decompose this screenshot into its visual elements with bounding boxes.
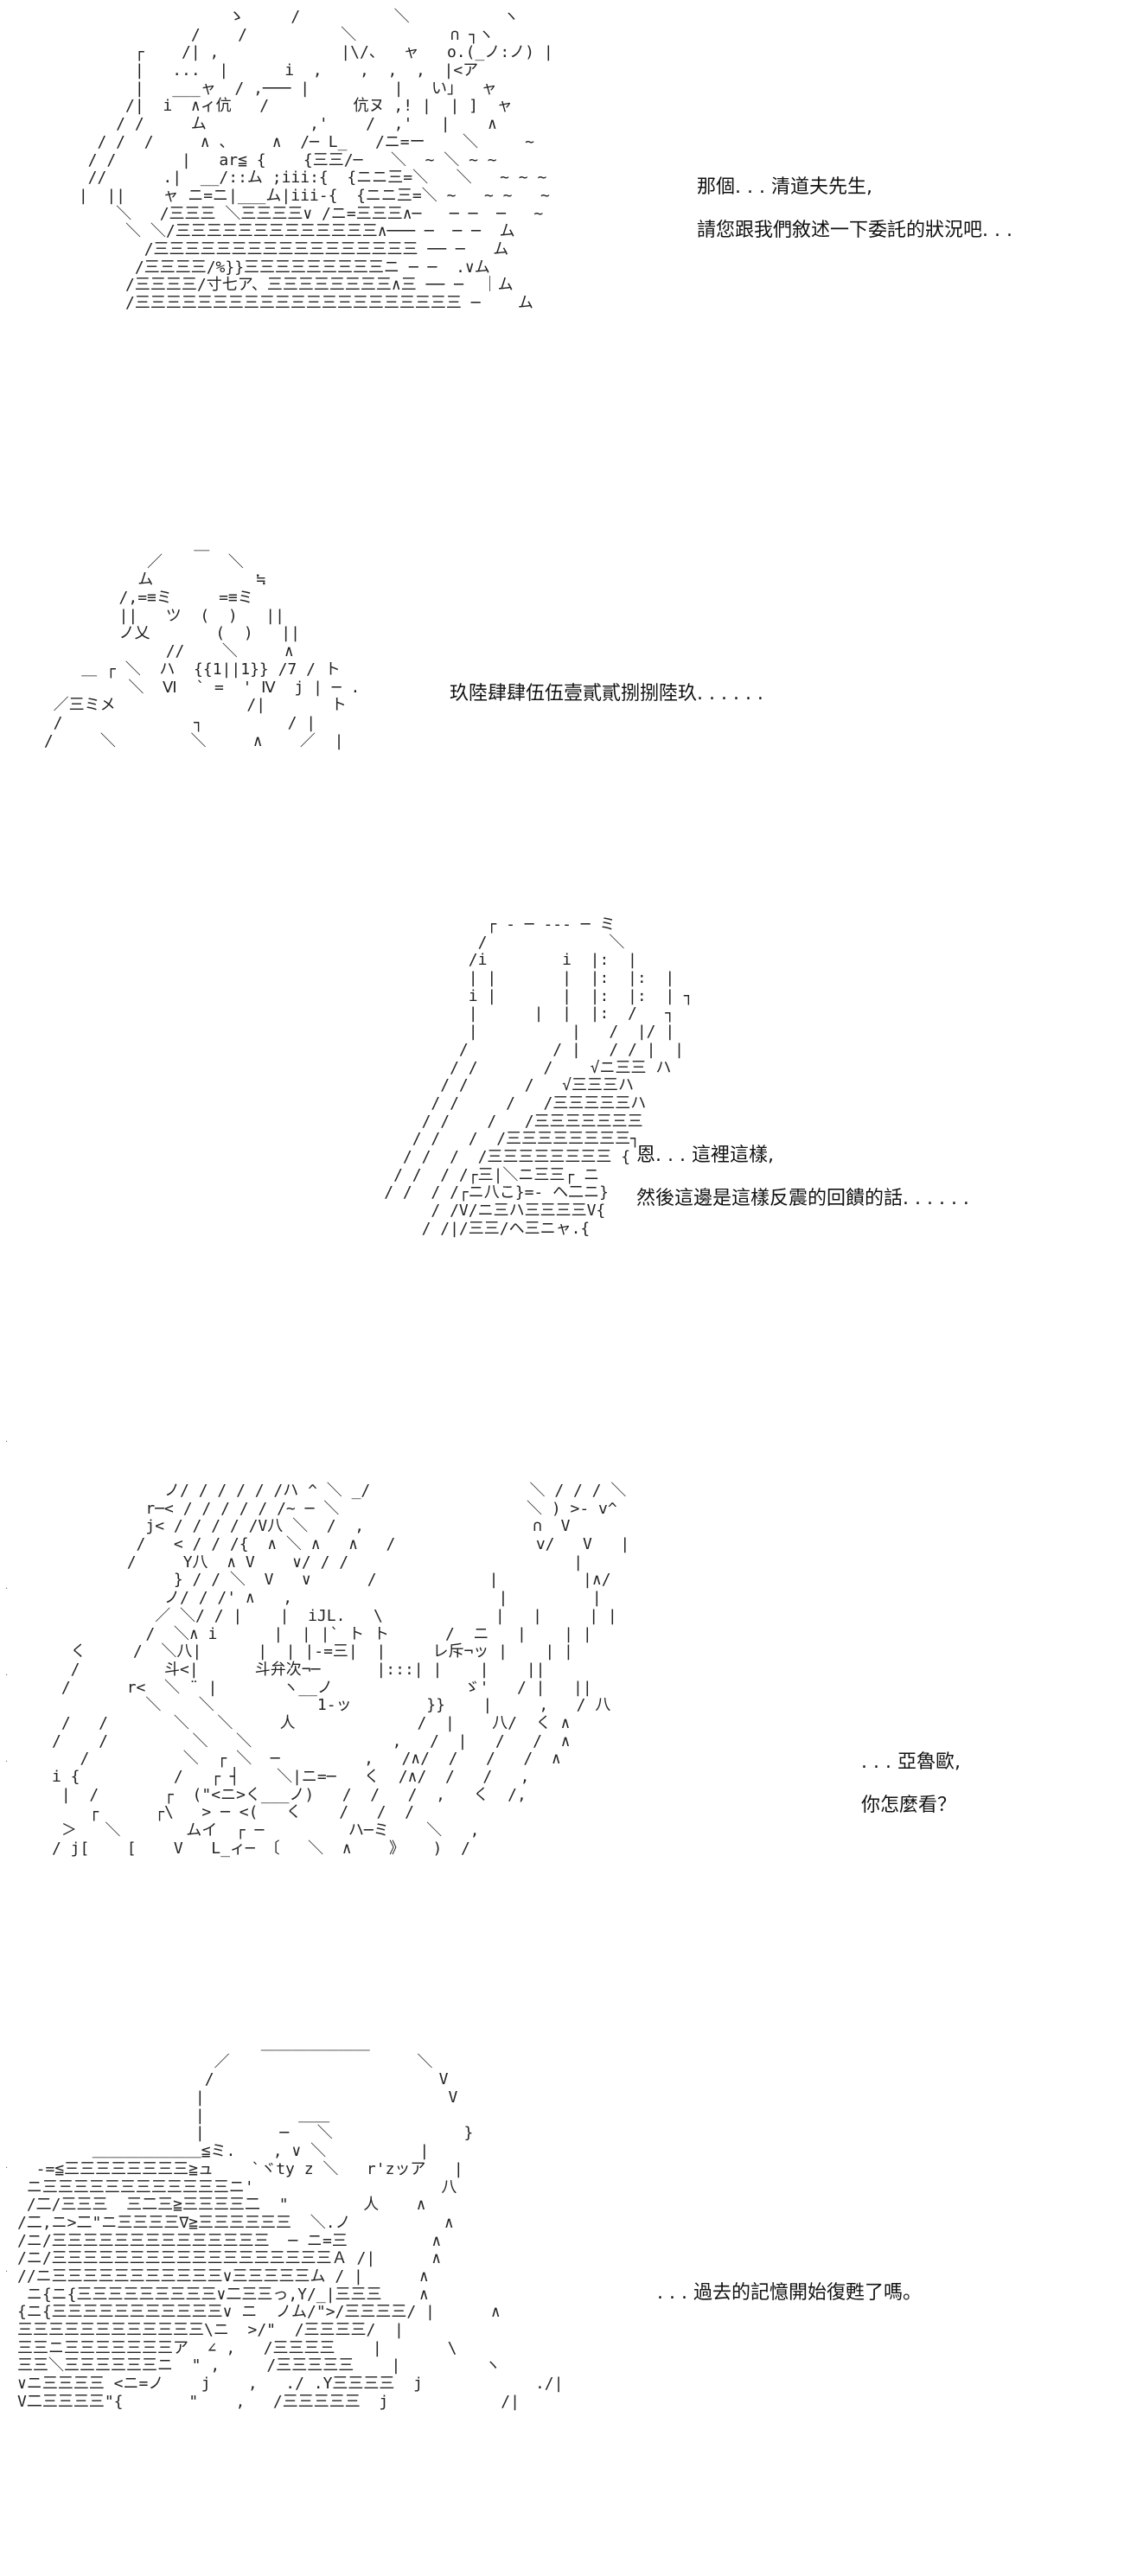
panel-5: ＿＿＿＿＿＿＿ ／ ＼ / V | V | ＿＿ | xyxy=(0,2023,1124,2576)
panel-3: ┌ - ─ --- ─ ミ / ＼ /i i |: | | | | |: |: … xyxy=(0,908,1124,1461)
dialogue-panel-3: 恩. . . 這裡這樣, 然後這邊是這樣反震的回饋的話. . . . . . xyxy=(636,1146,969,1233)
margin-tick: . xyxy=(5,1755,9,1764)
panel-1: ゝ / ＼ ヽ / / ＼ ∩ ┐ヽ ┌ /| , |\/、 ャ o.(_ノ:ノ… xyxy=(0,0,1124,519)
dialogue-panel-2: 玖陸肆肆伍伍壹貳貳捌捌陸玖. . . . . . xyxy=(450,685,763,728)
dialogue-line: 那個. . . 清道夫先生, xyxy=(697,176,872,198)
margin-tick: . xyxy=(5,1668,9,1678)
dialogue-panel-5: . . . 過去的記憶開始復甦了嗎。 xyxy=(657,2284,922,2327)
dialogue-line: 恩. . . 這裡這樣, xyxy=(636,1145,774,1166)
dialogue-line: 你怎麼看？ xyxy=(861,1795,957,1816)
margin-tick: . xyxy=(5,2265,9,2274)
ascii-art-panel-2: ＿ ／ ＼ ム ≒ /,=≡ミ =≡ミ || ツ ( ) || ノ乂 ( ) |… xyxy=(43,535,361,750)
panel-4: ノ/ / / / / /ハ ^ ＼ _/ ＼ / / / ＼ r─< / / /… xyxy=(0,1470,1124,2014)
margin-tick: . xyxy=(5,2161,9,2171)
ascii-art-panel-1: ゝ / ＼ ヽ / / ＼ ∩ ┐ヽ ┌ /| , |\/、 ャ o.(_ノ:ノ… xyxy=(78,8,553,312)
dialogue-line: 玖陸肆肆伍伍壹貳貳捌捌陸玖. . . . . . xyxy=(450,683,763,705)
dialogue-line: 請您跟我們敘述一下委託的狀況吧. . . xyxy=(697,220,1012,241)
margin-tick: . xyxy=(5,1435,9,1444)
dialogue-line: . . . 過去的記憶開始復甦了嗎。 xyxy=(657,2282,922,2304)
dialogue-line: 然後這邊是這樣反震的回饋的話. . . . . . xyxy=(636,1188,969,1209)
ascii-art-panel-5: ＿＿＿＿＿＿＿ ／ ＼ / V | V | ＿＿ | xyxy=(17,2035,564,2411)
ascii-art-panel-3: ┌ - ─ --- ─ ミ / ＼ /i i |: | | | | |: |: … xyxy=(384,915,693,1238)
margin-tick: . xyxy=(5,1582,9,1591)
dialogue-line: . . . 亞魯歐, xyxy=(861,1751,961,1773)
dialogue-panel-4: . . . 亞魯歐, 你怎麼看？ xyxy=(861,1753,961,1840)
ascii-art-panel-4: ノ/ / / / / /ハ ^ ＼ _/ ＼ / / / ＼ r─< / / /… xyxy=(52,1482,630,1858)
dialogue-panel-1: 那個. . . 清道夫先生, 請您跟我們敘述一下委託的狀況吧. . . xyxy=(697,178,1012,265)
panel-2: ＿ ／ ＼ ム ≒ /,=≡ミ =≡ミ || ツ ( ) || ノ乂 ( ) |… xyxy=(0,519,1124,882)
